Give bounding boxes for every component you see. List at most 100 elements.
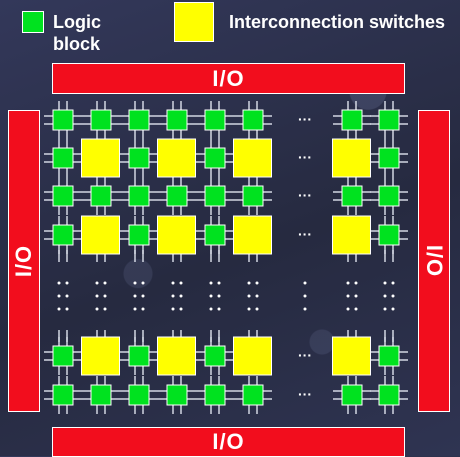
vertical-ellipsis-dot xyxy=(179,294,183,298)
vertical-ellipsis-dot xyxy=(346,307,350,311)
vertical-ellipsis-dot xyxy=(255,294,259,298)
vertical-ellipsis-dot xyxy=(303,281,307,285)
logic-block xyxy=(52,147,74,169)
logic-block xyxy=(204,345,226,367)
logic-block xyxy=(166,384,188,406)
vertical-ellipsis-dot xyxy=(141,281,145,285)
logic-block xyxy=(378,345,400,367)
interconnection-switch xyxy=(157,138,196,178)
vertical-ellipsis-dot xyxy=(391,294,395,298)
interconnection-switch xyxy=(233,138,272,178)
logic-block xyxy=(341,185,363,207)
vertical-ellipsis-dot xyxy=(354,294,358,298)
logic-block xyxy=(378,147,400,169)
io-bar-left: I/O xyxy=(8,110,40,412)
horizontal-ellipsis: ··· xyxy=(298,187,312,203)
logic-block xyxy=(204,384,226,406)
logic-block-legend-label: Logic block xyxy=(53,11,101,55)
vertical-ellipsis-dot xyxy=(133,294,137,298)
vertical-ellipsis-dot xyxy=(346,294,350,298)
logic-block xyxy=(341,109,363,131)
vertical-ellipsis-dot xyxy=(391,307,395,311)
io-bar-bottom: I/O xyxy=(52,427,405,457)
logic-block xyxy=(52,384,74,406)
interconnection-switch xyxy=(81,138,120,178)
vertical-ellipsis-dot xyxy=(103,294,107,298)
vertical-ellipsis-dot xyxy=(103,281,107,285)
logic-block xyxy=(128,185,150,207)
logic-block xyxy=(52,345,74,367)
vertical-ellipsis-dot xyxy=(141,294,145,298)
logic-block xyxy=(52,185,74,207)
vertical-ellipsis-dot xyxy=(141,307,145,311)
interconnection-switch xyxy=(332,336,371,376)
vertical-ellipsis-dot xyxy=(247,307,251,311)
vertical-ellipsis-dot xyxy=(179,307,183,311)
logic-block-legend-label-line2: block xyxy=(53,34,101,54)
vertical-ellipsis-dot xyxy=(171,307,175,311)
logic-block xyxy=(204,224,226,246)
switch-legend-icon xyxy=(174,2,214,42)
vertical-ellipsis-dot xyxy=(354,307,358,311)
vertical-ellipsis-dot xyxy=(217,307,221,311)
logic-block-legend-label-line1: Logic xyxy=(53,12,101,32)
logic-block xyxy=(90,185,112,207)
vertical-ellipsis-dot xyxy=(57,294,61,298)
interconnection-switch xyxy=(233,336,272,376)
horizontal-ellipsis: ··· xyxy=(298,149,312,165)
horizontal-ellipsis: ··· xyxy=(298,347,312,363)
vertical-ellipsis-dot xyxy=(255,307,259,311)
logic-block xyxy=(204,147,226,169)
vertical-ellipsis-dot xyxy=(247,294,251,298)
vertical-ellipsis-dot xyxy=(391,281,395,285)
logic-block xyxy=(166,109,188,131)
horizontal-ellipsis: ··· xyxy=(298,226,312,242)
vertical-ellipsis-dot xyxy=(209,294,213,298)
logic-block xyxy=(128,345,150,367)
logic-block xyxy=(378,109,400,131)
vertical-ellipsis-dot xyxy=(171,294,175,298)
vertical-ellipsis-dot xyxy=(303,307,307,311)
logic-block xyxy=(204,109,226,131)
logic-block xyxy=(90,109,112,131)
vertical-ellipsis-dot xyxy=(57,281,61,285)
interconnection-switch xyxy=(332,138,371,178)
logic-block-legend-icon xyxy=(22,11,44,33)
logic-block xyxy=(128,147,150,169)
logic-block xyxy=(128,384,150,406)
vertical-ellipsis-dot xyxy=(65,281,69,285)
logic-block xyxy=(52,109,74,131)
logic-block xyxy=(378,185,400,207)
logic-block xyxy=(128,109,150,131)
logic-block xyxy=(378,224,400,246)
vertical-ellipsis-dot xyxy=(346,281,350,285)
io-bar-right: I/O xyxy=(418,110,450,412)
vertical-ellipsis-dot xyxy=(179,281,183,285)
logic-block xyxy=(166,185,188,207)
logic-block xyxy=(242,109,264,131)
logic-block xyxy=(52,224,74,246)
interconnection-switch xyxy=(157,215,196,255)
vertical-ellipsis-dot xyxy=(383,281,387,285)
vertical-ellipsis-dot xyxy=(247,281,251,285)
vertical-ellipsis-dot xyxy=(383,294,387,298)
interconnection-switch xyxy=(81,215,120,255)
logic-block xyxy=(378,384,400,406)
logic-block xyxy=(242,384,264,406)
io-bar-top: I/O xyxy=(52,63,405,94)
horizontal-ellipsis: ··· xyxy=(298,386,312,402)
logic-block xyxy=(341,384,363,406)
vertical-ellipsis-dot xyxy=(209,307,213,311)
logic-block xyxy=(242,185,264,207)
logic-block xyxy=(204,185,226,207)
vertical-ellipsis-dot xyxy=(65,307,69,311)
horizontal-ellipsis: ··· xyxy=(298,111,312,127)
interconnection-switch xyxy=(233,215,272,255)
vertical-ellipsis-dot xyxy=(217,294,221,298)
vertical-ellipsis-dot xyxy=(303,294,307,298)
switch-legend-label: Interconnection switches xyxy=(229,12,446,32)
vertical-ellipsis-dot xyxy=(103,307,107,311)
vertical-ellipsis-dot xyxy=(95,294,99,298)
io-bar-bottom-label: I/O xyxy=(212,429,245,454)
